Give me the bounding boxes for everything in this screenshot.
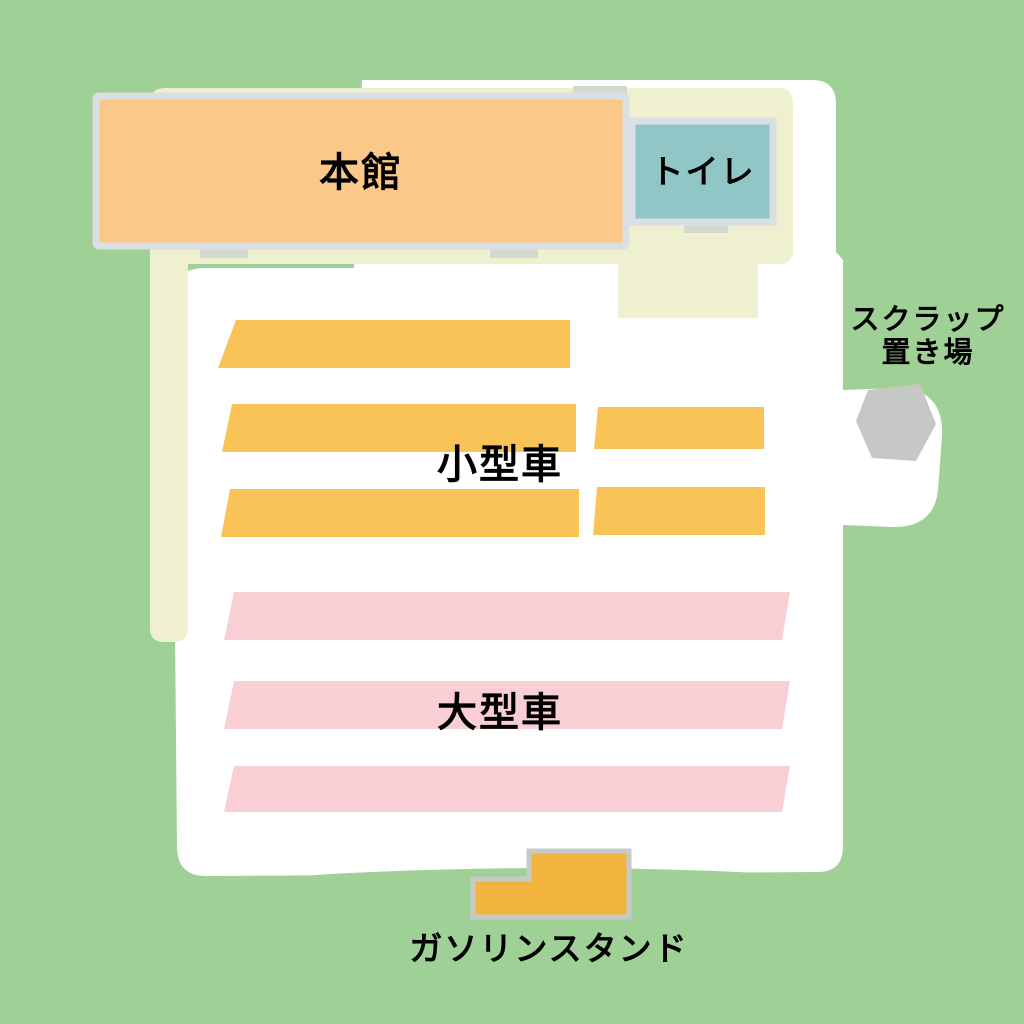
large-car-parking-stripe <box>224 681 790 729</box>
main-building-label: 本館 <box>319 150 403 196</box>
large-car-area-label: 大型車 <box>437 690 563 736</box>
toilet-building <box>628 117 777 226</box>
toilet-label: トイレ <box>650 152 756 191</box>
scrap-yard-area <box>856 384 936 461</box>
gas-station-label: ガソリンスタンド <box>409 929 689 968</box>
small-car-area-label: 小型車 <box>437 442 563 488</box>
small-car-parking-stripe <box>594 407 764 449</box>
main-building <box>92 92 630 250</box>
small-car-parking-stripe <box>221 489 579 537</box>
small-car-parking-stripe <box>593 487 765 535</box>
gas-station-building <box>470 848 632 920</box>
large-car-parking-stripe <box>224 592 790 640</box>
large-car-parking-stripe <box>224 766 790 812</box>
small-car-parking-stripe <box>218 320 570 368</box>
scrap-yard-label: スクラップ 置き場 <box>850 302 1006 370</box>
small-car-parking-stripe <box>222 404 576 452</box>
bottom-grass-hill <box>0 868 1024 1024</box>
